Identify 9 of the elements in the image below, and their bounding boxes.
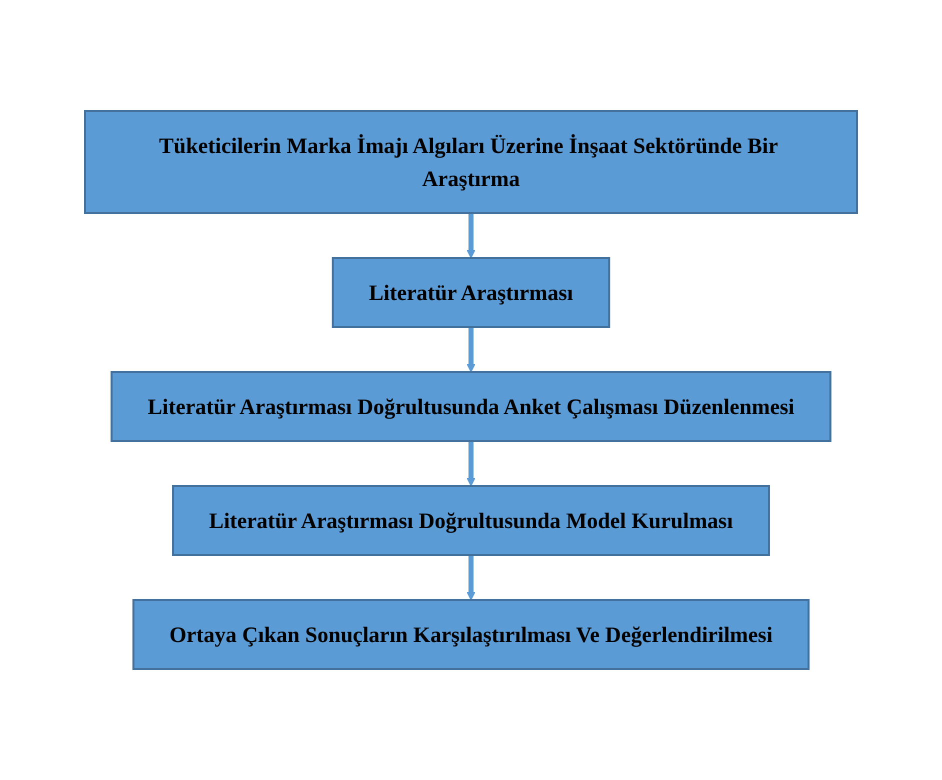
- node-box: Literatür Araştırması Doğrultusunda Model Kurulması: [172, 485, 770, 556]
- node-box: Literatür Araştırması: [332, 257, 610, 328]
- arrow: [466, 555, 476, 600]
- arrow: [466, 441, 476, 486]
- node-box: Tüketicilerin Marka İmajı Algıları Üzerine İnşaat Sektöründe Bir Araştırma: [84, 110, 858, 214]
- node-box: Literatür Araştırması Doğrultusunda Anket Çalışması Düzenlenmesi: [110, 371, 832, 442]
- node-box: Ortaya Çıkan Sonuçların Karşılaştırılması Ve Değerlendirilmesi: [132, 599, 810, 670]
- arrow: [466, 327, 476, 372]
- arrow: [466, 213, 476, 258]
